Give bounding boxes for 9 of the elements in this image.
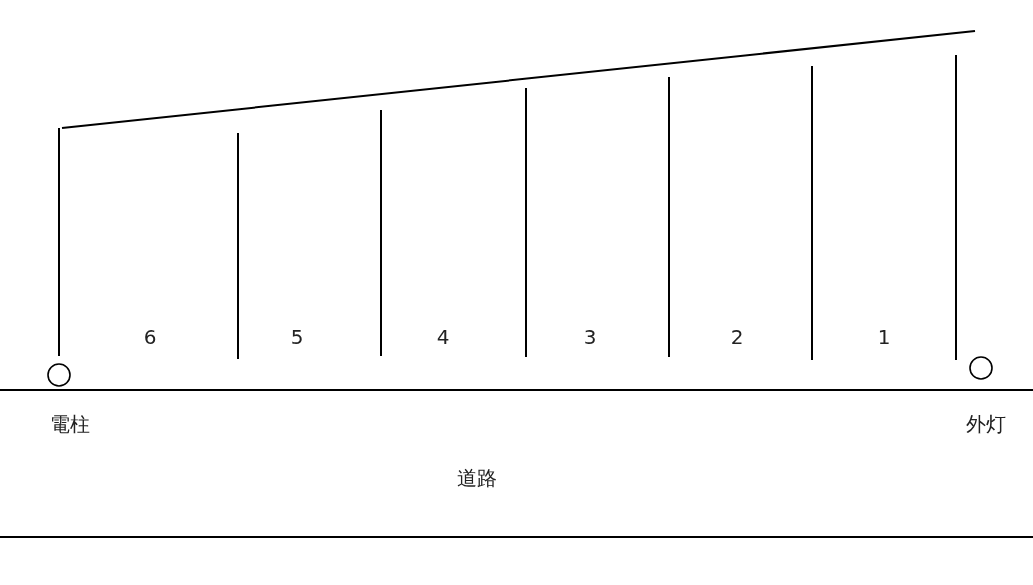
section-number: 1 (877, 327, 891, 347)
section-number: 5 (290, 327, 304, 347)
road-label: 道路 (457, 468, 497, 488)
section-number: 2 (730, 327, 744, 347)
place-label: 電柱 (50, 414, 90, 434)
section-number: 3 (583, 327, 597, 347)
section-number: 4 (436, 327, 450, 347)
section-number: 6 (143, 327, 157, 347)
place-label: 外灯 (966, 414, 1006, 434)
